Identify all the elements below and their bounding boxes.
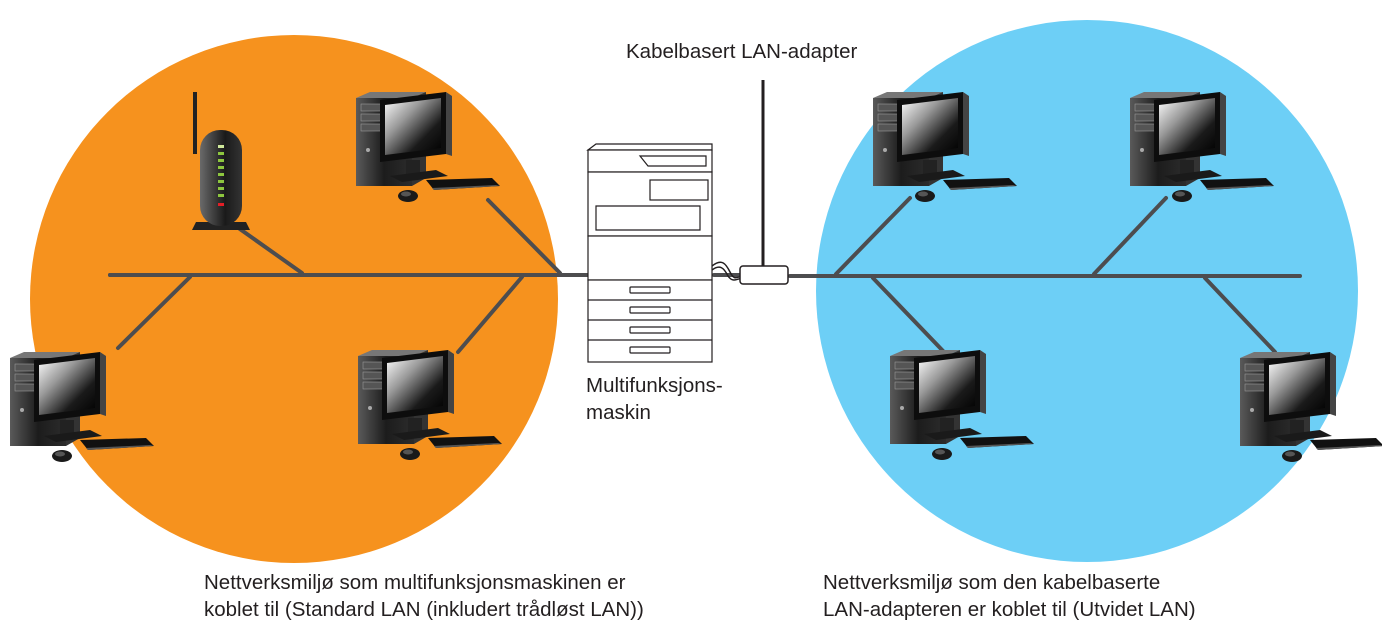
standard-lan-caption: Nettverksmiljø som multifunksjonsmaskine… [204, 569, 644, 623]
lan-adapter-label: Kabelbasert LAN-adapter [626, 40, 858, 63]
standard-lan-caption-line-1: Nettverksmiljø som multifunksjonsmaskine… [204, 571, 626, 594]
standard-lan-caption-line-2: koblet til (Standard LAN (inkludert tråd… [204, 598, 644, 621]
wireless-router-icon [192, 92, 250, 230]
mfp-label-line-1: Multifunksjons- [586, 374, 723, 397]
extended-lan-caption: Nettverksmiljø som den kabelbaserte LAN-… [823, 569, 1196, 623]
extended-lan-caption-line-1: Nettverksmiljø som den kabelbaserte [823, 571, 1161, 594]
standard-lan-cables [108, 198, 590, 354]
standard-lan-zone [30, 35, 558, 563]
multifunction-printer-icon [586, 143, 713, 363]
wired-lan-adapter-icon [711, 80, 789, 285]
mfp-label: Multifunksjons- maskin [586, 372, 723, 426]
mfp-label-line-2: maskin [586, 401, 651, 424]
desktop-computer-icon [1239, 351, 1382, 463]
extended-lan-caption-line-2: LAN-adapteren er koblet til (Utvidet LAN… [823, 598, 1196, 621]
